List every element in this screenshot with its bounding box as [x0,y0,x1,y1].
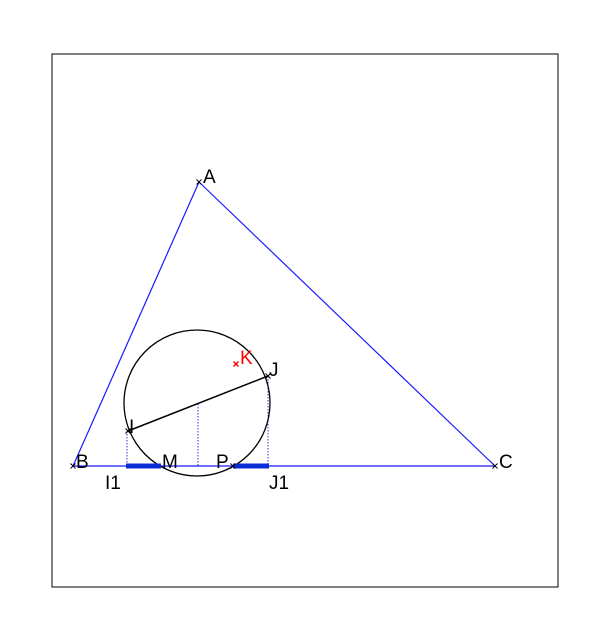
marker-A [196,179,202,185]
label-I1: I1 [105,473,121,494]
circle [123,329,271,477]
segment-IJ [127,375,269,432]
label-B: B [76,452,89,473]
label-C: C [499,452,513,473]
side-AB [72,181,200,467]
label-P: P [216,452,229,473]
marker-C [492,463,498,469]
figure-frame [51,53,559,588]
marker-K [233,361,239,367]
side-AC [198,181,496,467]
label-I: I [129,417,134,438]
marker-P [230,463,236,469]
marker-J [265,373,271,379]
label-A: A [203,167,216,188]
label-J: J [269,360,279,381]
marker-I [125,428,131,434]
label-J1: J1 [269,473,289,494]
label-M: M [162,452,178,473]
marker-B [70,463,76,469]
label-K: K [240,348,253,369]
